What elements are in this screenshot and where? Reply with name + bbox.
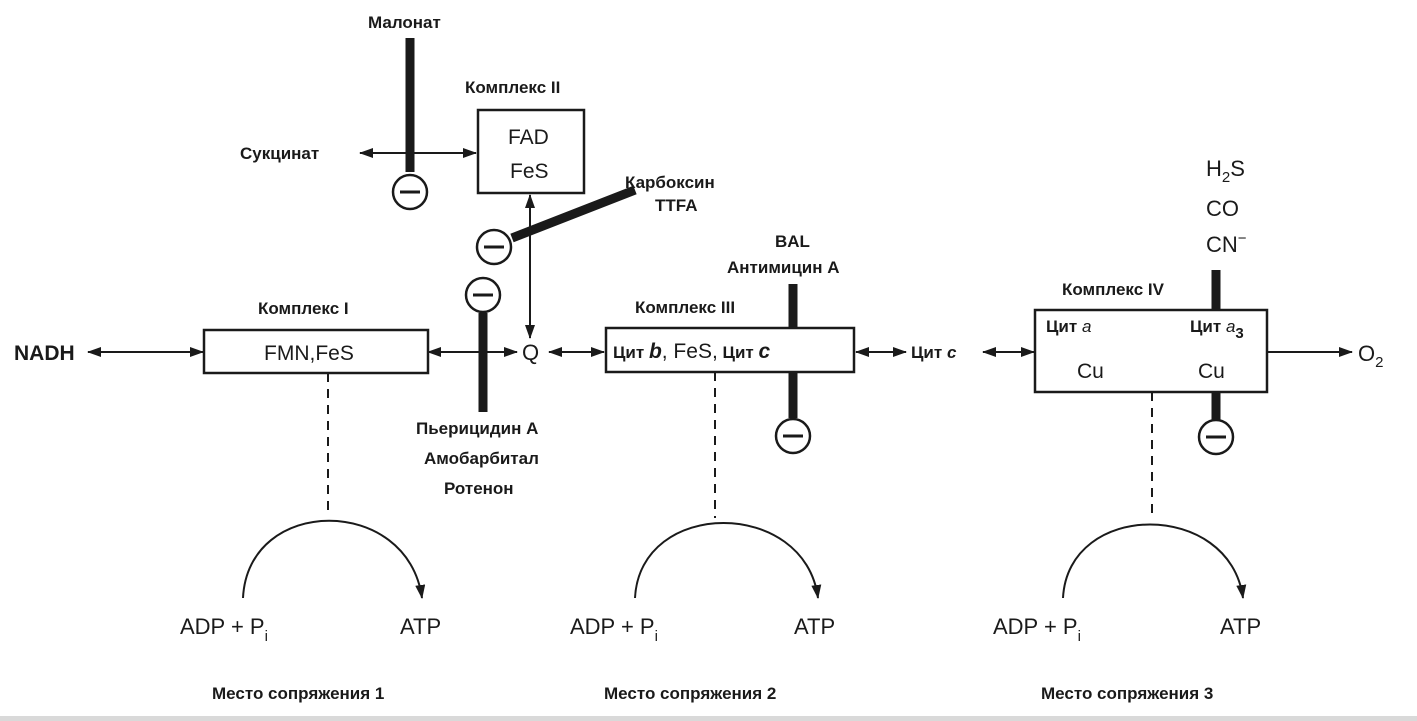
complex-4-cyt-a: Цит a (1046, 317, 1091, 336)
coupling-1-atp: ATP (400, 614, 441, 639)
carboxin-label: Карбоксин (625, 173, 715, 192)
complex-3-content: Цит b, FeS, Цит c (613, 340, 770, 363)
nadh-label: NADH (14, 342, 75, 365)
co-label: CO (1206, 196, 1239, 221)
complex-2-fad: FAD (508, 126, 549, 149)
coupling-1-adp: ADP + Pi (180, 614, 268, 645)
complex-2-title: Комплекс II (465, 78, 560, 97)
complex-4-box (1033, 308, 1269, 394)
cn-label: CN− (1206, 230, 1247, 257)
complex-1-box (202, 328, 430, 375)
cytc-label: Цит c (911, 343, 957, 362)
coupling-2-label: Место сопряжения 2 (604, 684, 776, 703)
coupling-2-adp: ADP + Pi (570, 614, 658, 645)
o2-label: O2 (1358, 341, 1383, 371)
malonate-label: Малонат (368, 13, 441, 32)
complex-2-box (476, 108, 586, 195)
antimycin-label: Антимицин А (727, 258, 840, 277)
carboxin-inhibitor-bar (510, 185, 637, 243)
complex-3-title: Комплекс III (635, 298, 735, 317)
succinate-label: Сукцинат (240, 144, 319, 163)
ttfa-label: TTFA (655, 196, 698, 215)
coupling-3-label: Место сопряжения 3 (1041, 684, 1213, 703)
coupling-3-adp: ADP + Pi (993, 614, 1081, 645)
q-label: Q (522, 340, 539, 365)
complex-1-content: FMN,FeS (264, 342, 354, 365)
coupling-3-atp: ATP (1220, 614, 1261, 639)
complex-4-title: Комплекс IV (1062, 280, 1165, 299)
coupling-2-arc (634, 522, 822, 599)
complex-4-cyt-a3: Цит a3 (1190, 317, 1244, 342)
complex-1-title: Комплекс I (258, 299, 349, 318)
bottom-border (0, 716, 1417, 721)
complex-2-fes: FeS (510, 160, 549, 183)
complex-4-cu-left: Cu (1077, 360, 1104, 383)
piericidin-label: Пьерицидин А (416, 419, 538, 438)
coupling-3-arc (1062, 523, 1247, 599)
coupling-2-atp: ATP (794, 614, 835, 639)
bal-label: BAL (775, 232, 810, 251)
complex-4-cu-right: Cu (1198, 360, 1225, 383)
rotenone-label: Ротенон (444, 479, 514, 498)
complex-3-box (604, 326, 856, 374)
coupling-1-label: Место сопряжения 1 (212, 684, 384, 703)
amobarbital-label: Амобарбитал (424, 449, 539, 468)
h2s-label: H2S (1206, 156, 1245, 186)
coupling-1-arc (242, 519, 426, 599)
